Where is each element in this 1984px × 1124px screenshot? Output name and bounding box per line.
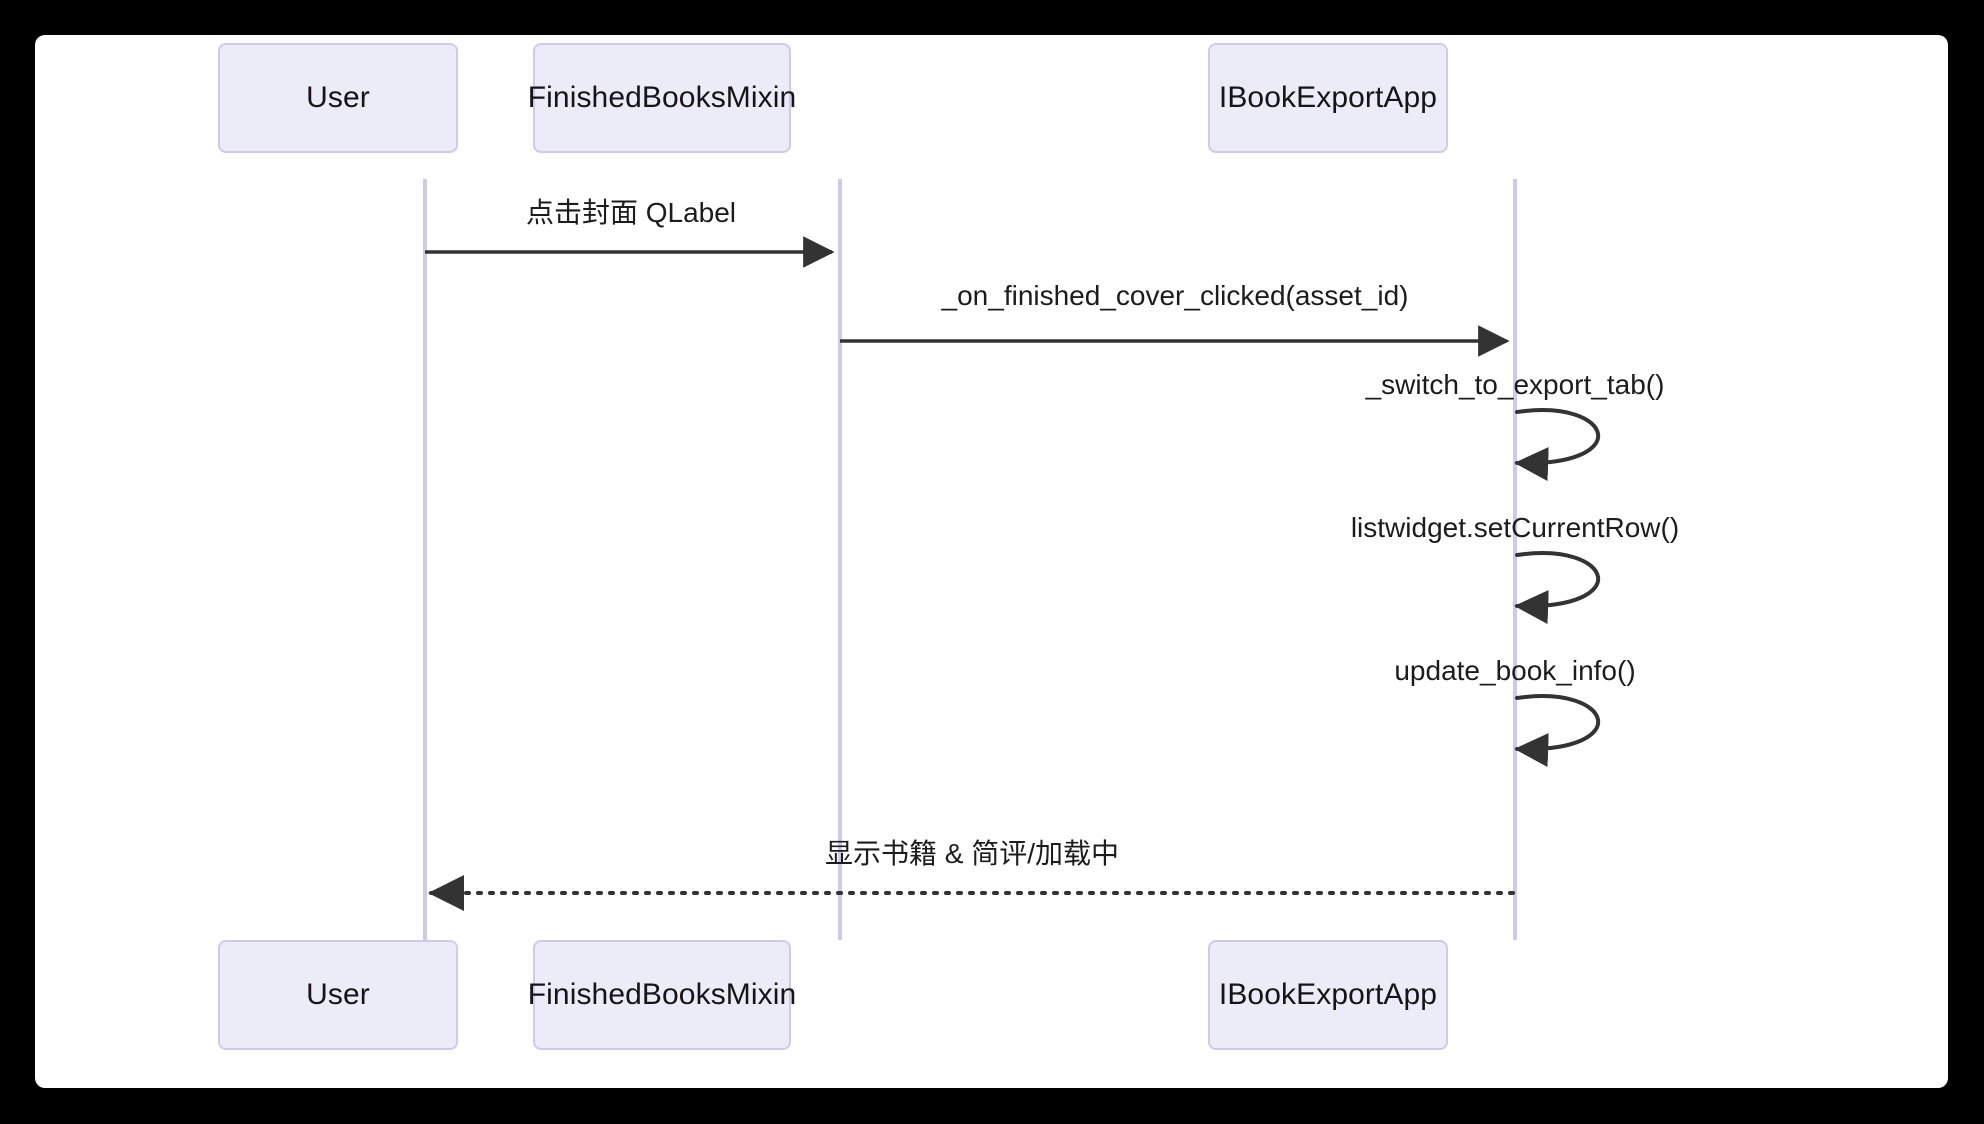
- message-label-6: 显示书籍 & 简评/加载中: [824, 838, 1120, 869]
- message-label-2: _on_finished_cover_clicked(asset_id): [941, 280, 1409, 311]
- message-label-5: update_book_info(): [1394, 655, 1636, 686]
- message-label-4: listwidget.setCurrentRow(): [1350, 512, 1680, 543]
- message-arrows-layer: [425, 236, 1601, 911]
- participant-label-finishedbooksmixin-bottom: FinishedBooksMixin: [527, 978, 797, 1011]
- participant-label-user-top: User: [306, 81, 370, 114]
- participant-box-user-top[interactable]: User: [218, 43, 458, 153]
- participant-label-ibookexportapp-bottom: IBookExportApp: [1218, 978, 1438, 1011]
- message-label-3: _switch_to_export_tab(): [1365, 369, 1665, 400]
- participant-label-user-bottom: User: [306, 978, 370, 1011]
- diagram-canvas: User FinishedBooksMixin IBookExportApp U…: [35, 35, 1948, 1088]
- lifeline-ibookexportapp: [1513, 179, 1517, 940]
- participant-label-finishedbooksmixin-top: FinishedBooksMixin: [527, 81, 797, 114]
- message-label-1: 点击封面 QLabel: [525, 197, 737, 228]
- lifeline-finishedbooksmixin: [838, 179, 842, 940]
- message-selfloop-4: [1514, 551, 1601, 625]
- message-selfloop-5: [1514, 694, 1601, 768]
- message-selfloop-3: [1514, 408, 1601, 482]
- participant-box-ibookexportapp-bottom[interactable]: IBookExportApp: [1208, 940, 1448, 1050]
- participant-box-user-bottom[interactable]: User: [218, 940, 458, 1050]
- lifeline-user: [423, 179, 427, 940]
- sequence-diagram: User FinishedBooksMixin IBookExportApp U…: [35, 35, 1948, 1088]
- participant-box-finishedbooksmixin-bottom[interactable]: FinishedBooksMixin: [528, 940, 796, 1050]
- participant-box-ibookexportapp-top[interactable]: IBookExportApp: [1208, 43, 1448, 153]
- participant-box-finishedbooksmixin-top[interactable]: FinishedBooksMixin: [528, 43, 796, 153]
- participant-label-ibookexportapp-top: IBookExportApp: [1218, 81, 1438, 114]
